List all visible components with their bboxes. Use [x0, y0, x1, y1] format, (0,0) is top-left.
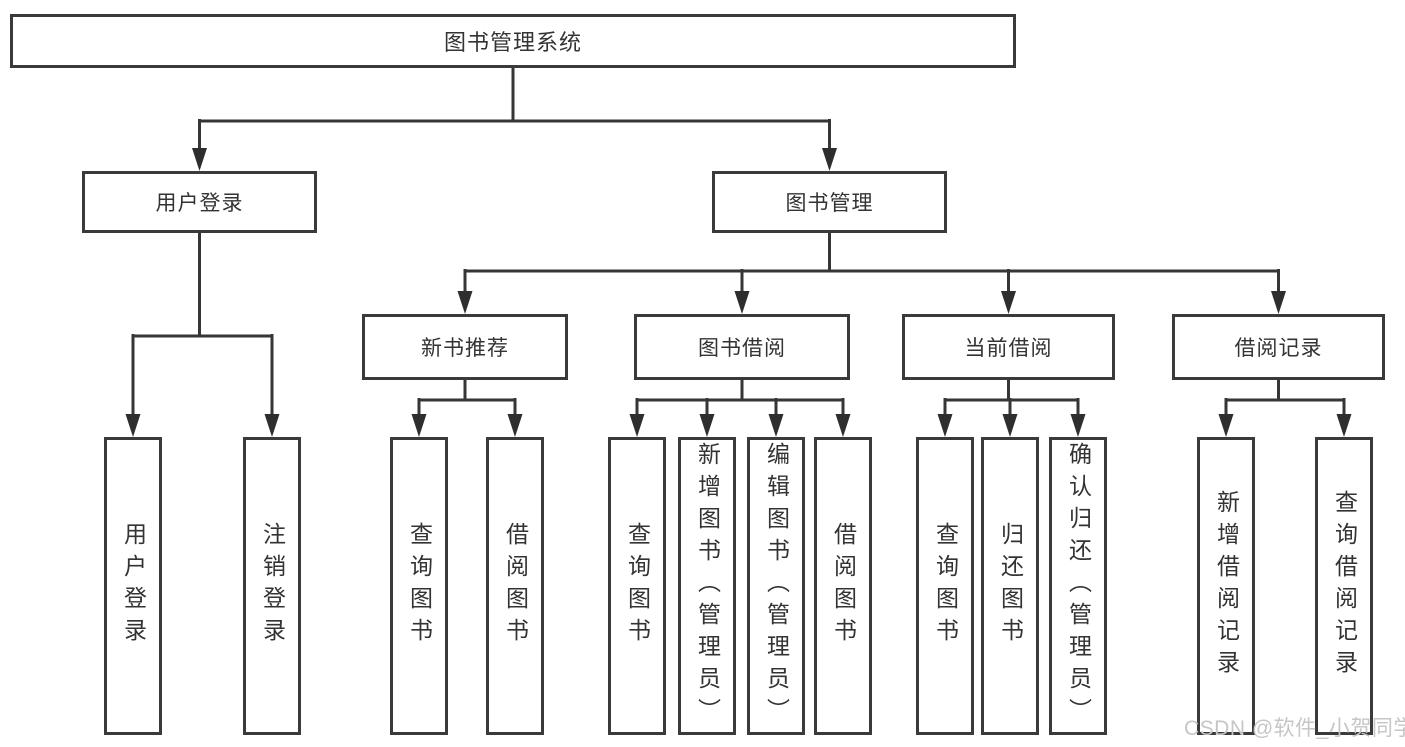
leaf-add-borrow-record: 新增借阅记录: [1197, 437, 1255, 735]
leaf-return-books: 归还图书: [981, 437, 1039, 735]
arrowhead: [734, 291, 750, 314]
node-label: 确认归还（管理员）: [1065, 442, 1092, 730]
node-label: 图书管理: [785, 192, 874, 215]
node-label: 用户登录: [155, 192, 244, 215]
leaf-user-login: 用户登录: [104, 437, 162, 735]
node-new-book-recommend: 新书推荐: [362, 314, 568, 380]
leaf-borrow-books: 借阅图书: [814, 437, 872, 735]
leaf-confirm-return-admin: 确认归还（管理员）: [1049, 437, 1107, 735]
arrowhead: [1001, 291, 1016, 314]
connector-user-login-children: [125, 233, 280, 437]
node-label: 借阅图书: [502, 522, 529, 650]
arrowhead: [1336, 414, 1352, 437]
arrowhead: [937, 414, 953, 437]
connector-book-borrow-children: [629, 380, 851, 437]
csdn-watermark: CSDN @软件_小贺同学: [1184, 717, 1405, 740]
node-label: 用户登录: [120, 522, 147, 650]
leaf-edit-book-admin: 编辑图书（管理员）: [747, 437, 805, 735]
node-label: 注销登录: [259, 522, 286, 650]
node-book-management: 图书管理: [712, 171, 947, 233]
arrowhead: [629, 414, 645, 437]
node-label: 归还图书: [997, 522, 1024, 650]
node-label: 编辑图书（管理员）: [763, 442, 790, 730]
leaf-logout: 注销登录: [243, 437, 301, 735]
arrowhead: [822, 148, 837, 171]
arrowhead: [768, 414, 784, 437]
arrowhead: [125, 414, 141, 437]
arrowhead: [1218, 414, 1234, 437]
node-borrow-records: 借阅记录: [1172, 314, 1385, 380]
node-label: 新增图书（管理员）: [694, 442, 721, 730]
arrowhead: [192, 148, 207, 171]
node-user-login: 用户登录: [82, 171, 317, 233]
node-label: 查询图书: [624, 522, 651, 650]
arrowhead: [1271, 291, 1286, 314]
arrowhead: [457, 291, 473, 314]
leaf-query-books-current: 查询图书: [916, 437, 974, 735]
connector-root-to-level2: [192, 68, 837, 171]
node-label: 新增借阅记录: [1213, 490, 1240, 682]
arrowhead: [699, 414, 715, 437]
node-label: 查询图书: [406, 522, 433, 650]
node-label: 图书管理系统: [443, 30, 582, 55]
arrowhead: [507, 414, 523, 437]
node-label: 当前借阅: [964, 337, 1053, 360]
node-label: 借阅图书: [830, 522, 857, 650]
leaf-query-books-recommend: 查询图书: [390, 437, 448, 735]
arrowhead: [835, 414, 851, 437]
node-current-borrow: 当前借阅: [902, 314, 1115, 380]
node-label: 图书借阅: [698, 337, 786, 360]
node-label: 查询图书: [932, 522, 959, 650]
leaf-query-books-borrow: 查询图书: [608, 437, 666, 735]
node-book-borrow: 图书借阅: [634, 314, 850, 380]
leaf-query-borrow-record: 查询借阅记录: [1315, 437, 1373, 735]
arrowhead: [411, 414, 427, 437]
node-label: 查询借阅记录: [1331, 490, 1358, 682]
connector-new-book-children: [411, 380, 523, 437]
connector-book-management-children: [457, 233, 1286, 314]
leaf-add-book-admin: 新增图书（管理员）: [678, 437, 736, 735]
leaf-borrow-books-recommend: 借阅图书: [486, 437, 544, 735]
arrowhead: [264, 414, 280, 437]
node-library-system: 图书管理系统: [10, 14, 1016, 68]
node-label: 借阅记录: [1234, 337, 1323, 360]
arrowhead: [1070, 414, 1086, 437]
arrowhead: [1002, 414, 1018, 437]
node-label: 新书推荐: [421, 337, 509, 360]
connector-borrow-record-children: [1218, 380, 1352, 437]
connector-current-borrow-children: [937, 380, 1086, 437]
